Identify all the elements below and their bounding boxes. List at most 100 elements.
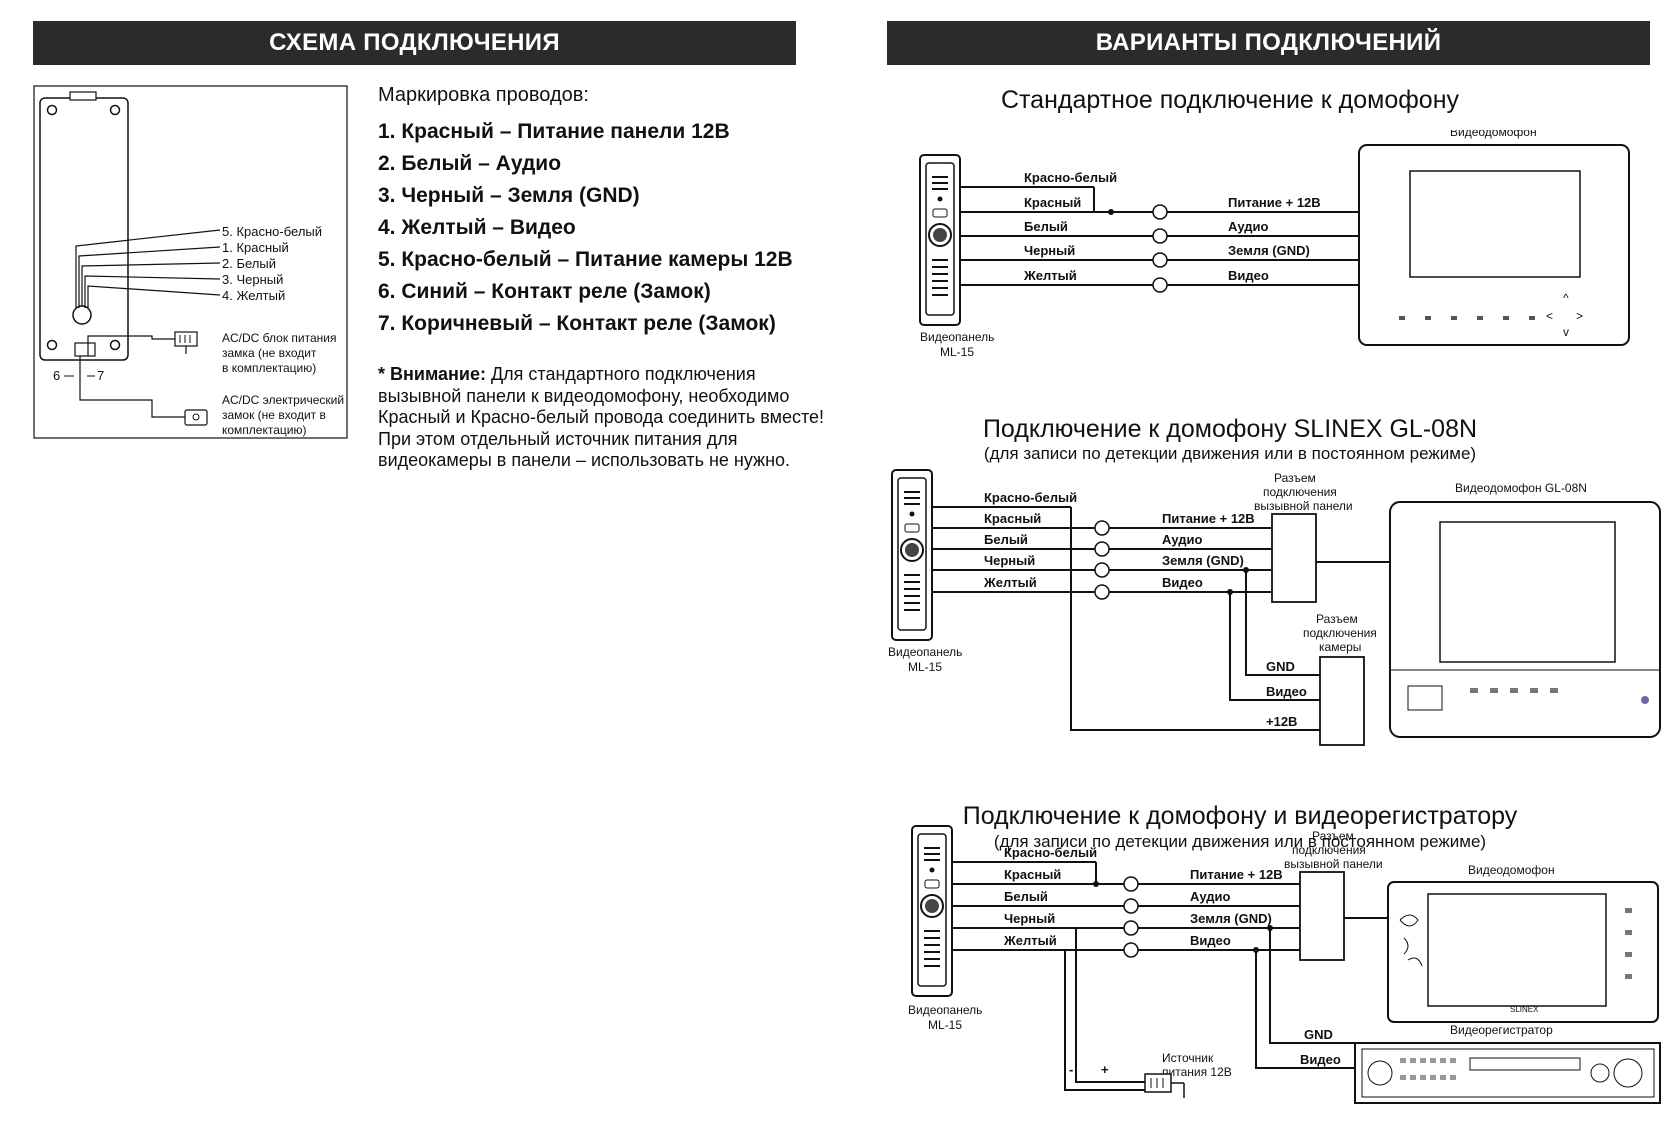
marking-title: Маркировка проводов:: [378, 84, 589, 106]
left-header: СХЕМА ПОДКЛЮЧЕНИЯ: [33, 21, 796, 65]
monitor1: ^ < > v: [1358, 144, 1630, 346]
attention-text: Для стандартного подключения вызывной па…: [378, 364, 825, 470]
wire-item: 4. Желтый – Видео: [378, 216, 576, 239]
camera-line-label: GND: [1266, 659, 1295, 674]
brand-label: SLINEX: [1510, 1005, 1539, 1014]
panel-connector-box: [1271, 513, 1317, 603]
section2-subtitle: (для записи по детекции движения или в п…: [983, 444, 1477, 463]
section3-title: Подключение к домофону и видеорегистрато…: [962, 802, 1518, 830]
minus-label: -: [1069, 1062, 1073, 1077]
monitor3-label: Видеодомофон: [1468, 863, 1555, 877]
psu-label: питания 12В: [1162, 1065, 1232, 1079]
panel-label: Видеопанель: [888, 645, 962, 659]
signal-label: Питание + 12В: [1190, 867, 1283, 882]
wire-color-label: Красный: [1004, 867, 1061, 882]
terminal-circles: [1152, 204, 1168, 293]
svg-text:v: v: [1563, 325, 1569, 339]
panel-label: Видеопанель: [920, 330, 994, 344]
wire-item: 2. Белый – Аудио: [378, 152, 562, 175]
psu-label: Источник: [1162, 1051, 1214, 1065]
dvr-line-label: GND: [1304, 1027, 1333, 1042]
signal-label: Аудио: [1162, 532, 1203, 547]
junction-dot: [1108, 209, 1114, 215]
connector-label: камеры: [1319, 640, 1361, 654]
wire-color-label: Черный: [1004, 911, 1055, 926]
attention-note: * Внимание: Для стандартного подключения…: [378, 364, 838, 472]
svg-text:^: ^: [1563, 291, 1569, 305]
panel-wiring-diagram: 5. Красно-белый 1. Красный 2. Белый 3. Ч…: [33, 85, 348, 439]
signal-label: Видео: [1162, 575, 1203, 590]
relay-block: [74, 342, 96, 357]
wire-color-label: Красно-белый: [1024, 170, 1117, 185]
psu-label: в комплектацию): [222, 361, 316, 375]
terminal-circles: [1094, 520, 1110, 600]
monitor2-label: Видеодомофон GL-08N: [1455, 481, 1587, 495]
screw-hole: [46, 339, 58, 351]
camera-line-label: Видео: [1266, 684, 1307, 699]
signal-label: Аудио: [1190, 889, 1231, 904]
signal-label: Аудио: [1228, 219, 1269, 234]
wire-label: 1. Красный: [222, 240, 289, 255]
screw-hole: [46, 104, 58, 116]
wire-color-label: Белый: [1024, 219, 1068, 234]
panel-model: ML-15: [940, 345, 974, 359]
connector-label: вызывной панели: [1254, 499, 1353, 513]
junction-dot: [1253, 947, 1259, 953]
wire-item: 7. Коричневый – Контакт реле (Замок): [378, 312, 776, 335]
signal-label: Питание + 12В: [1228, 195, 1321, 210]
section3-subtitle: (для записи по детекции движения или в п…: [993, 832, 1487, 851]
wire-label: 3. Черный: [222, 272, 283, 287]
monitor1-label: Видеодомофон: [1450, 130, 1537, 139]
psu-plug-icon: [174, 331, 198, 354]
connector-label: вызывной панели: [1284, 857, 1383, 871]
signal-label: Земля (GND): [1162, 553, 1244, 568]
call-panel-icon: [911, 825, 953, 997]
connector-label: Разъем: [1316, 612, 1358, 626]
lock-icon: [184, 409, 208, 426]
wire-item: 3. Черный – Земля (GND): [378, 184, 640, 207]
attention-label: * Внимание:: [378, 364, 486, 384]
dvr-device: [1354, 1042, 1661, 1104]
wire-item: 5. Красно-белый – Питание камеры 12В: [378, 248, 793, 271]
wire-color-label: Красный: [984, 511, 1041, 526]
psu-label: замка (не входит: [222, 346, 317, 360]
wire-color-label: Желтый: [1003, 933, 1057, 948]
call-panel-icon: [919, 154, 961, 326]
wire-color-label: Красно-белый: [1004, 845, 1097, 860]
wire-color-label: Красный: [1024, 195, 1081, 210]
signal-label: Земля (GND): [1190, 911, 1272, 926]
right-header: ВАРИАНТЫ ПОДКЛЮЧЕНИЙ: [887, 21, 1650, 65]
panel-model: ML-15: [908, 660, 942, 674]
panel-back: [39, 97, 129, 361]
connector-label: подключения: [1292, 843, 1366, 857]
connection-diagrams: Видеопанель ML-15 Красно-белый Красный Б…: [888, 130, 1661, 1104]
connector-label: Разъем: [1312, 829, 1354, 843]
dvr-line-label: Видео: [1300, 1052, 1341, 1067]
camera-line-label: +12В: [1266, 714, 1297, 729]
wire-bundle: [75, 229, 221, 418]
monitor3: [1387, 881, 1659, 1023]
wire-label: 4. Желтый: [222, 288, 285, 303]
wire-color-label: Желтый: [983, 575, 1037, 590]
signal-label: Видео: [1228, 268, 1269, 283]
wire-color-label: Белый: [1004, 889, 1048, 904]
panel-top-tab: [69, 91, 97, 101]
wire-color-label: Желтый: [1023, 268, 1077, 283]
section2-title: Подключение к домофону SLINEX GL-08N: [982, 415, 1478, 443]
camera-connector-box: [1319, 656, 1365, 746]
connector-label: Разъем: [1274, 471, 1316, 485]
junction-dot: [1243, 567, 1249, 573]
monitor2: [1389, 501, 1661, 738]
terminal-circles: [1123, 876, 1139, 958]
wire-item: 1. Красный – Питание панели 12В: [378, 120, 730, 143]
panel-connector-box: [1299, 871, 1345, 961]
signal-label: Питание + 12В: [1162, 511, 1255, 526]
psu-label: AC/DC блок питания: [222, 331, 336, 345]
svg-text:<: <: [1546, 309, 1553, 323]
junction-dot: [1267, 925, 1273, 931]
section1-title: Стандартное подключение к домофону: [1000, 86, 1460, 114]
wire-color-label: Красно-белый: [984, 490, 1077, 505]
junction-dot: [1227, 589, 1233, 595]
wire-label: 2. Белый: [222, 256, 276, 271]
screw-hole: [109, 104, 121, 116]
